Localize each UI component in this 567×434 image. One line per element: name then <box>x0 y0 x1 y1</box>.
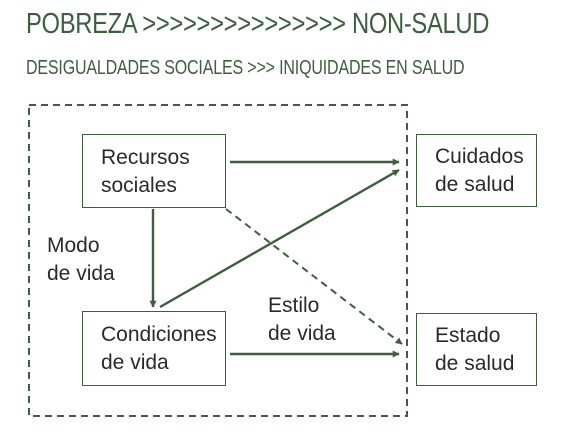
box-condiciones-line2: de vida <box>101 351 169 374</box>
box-cuidados-line2: de salud <box>435 173 515 196</box>
arrow-condiciones-cuidados <box>159 168 400 309</box>
label-estilo-line1: Estilo <box>268 294 320 317</box>
box-recursos-line1: Recursos <box>101 146 190 169</box>
box-estado-line2: de salud <box>435 352 515 375</box>
box-estado-de-salud: Estado de salud <box>416 313 537 386</box>
box-estado-line1: Estado <box>435 324 501 347</box>
box-recursos-sociales: Recursos sociales <box>82 134 226 208</box>
label-estilo-line2: de vida <box>268 322 336 345</box>
label-modo-line2: de vida <box>47 262 115 285</box>
title-line: POBREZA >>>>>>>>>>>>>>> NON-SALUD <box>26 8 490 40</box>
box-recursos-line2: sociales <box>101 174 177 197</box>
box-cuidados-line1: Cuidados <box>435 145 524 168</box>
arrow-recursos-estado-dashed <box>225 208 403 345</box>
label-estilo-de-vida: Estilo de vida <box>268 292 336 348</box>
box-cuidados-de-salud: Cuidados de salud <box>416 134 537 207</box>
box-condiciones-de-vida: Condiciones de vida <box>82 311 226 386</box>
label-modo-de-vida: Modo de vida <box>47 232 115 288</box>
dashed-boundary <box>28 104 408 417</box>
subtitle-line: DESIGUALDADES SOCIALES >>> INIQUIDADES E… <box>26 57 465 79</box>
label-modo-line1: Modo <box>47 234 100 257</box>
box-condiciones-line1: Condiciones <box>101 323 217 346</box>
